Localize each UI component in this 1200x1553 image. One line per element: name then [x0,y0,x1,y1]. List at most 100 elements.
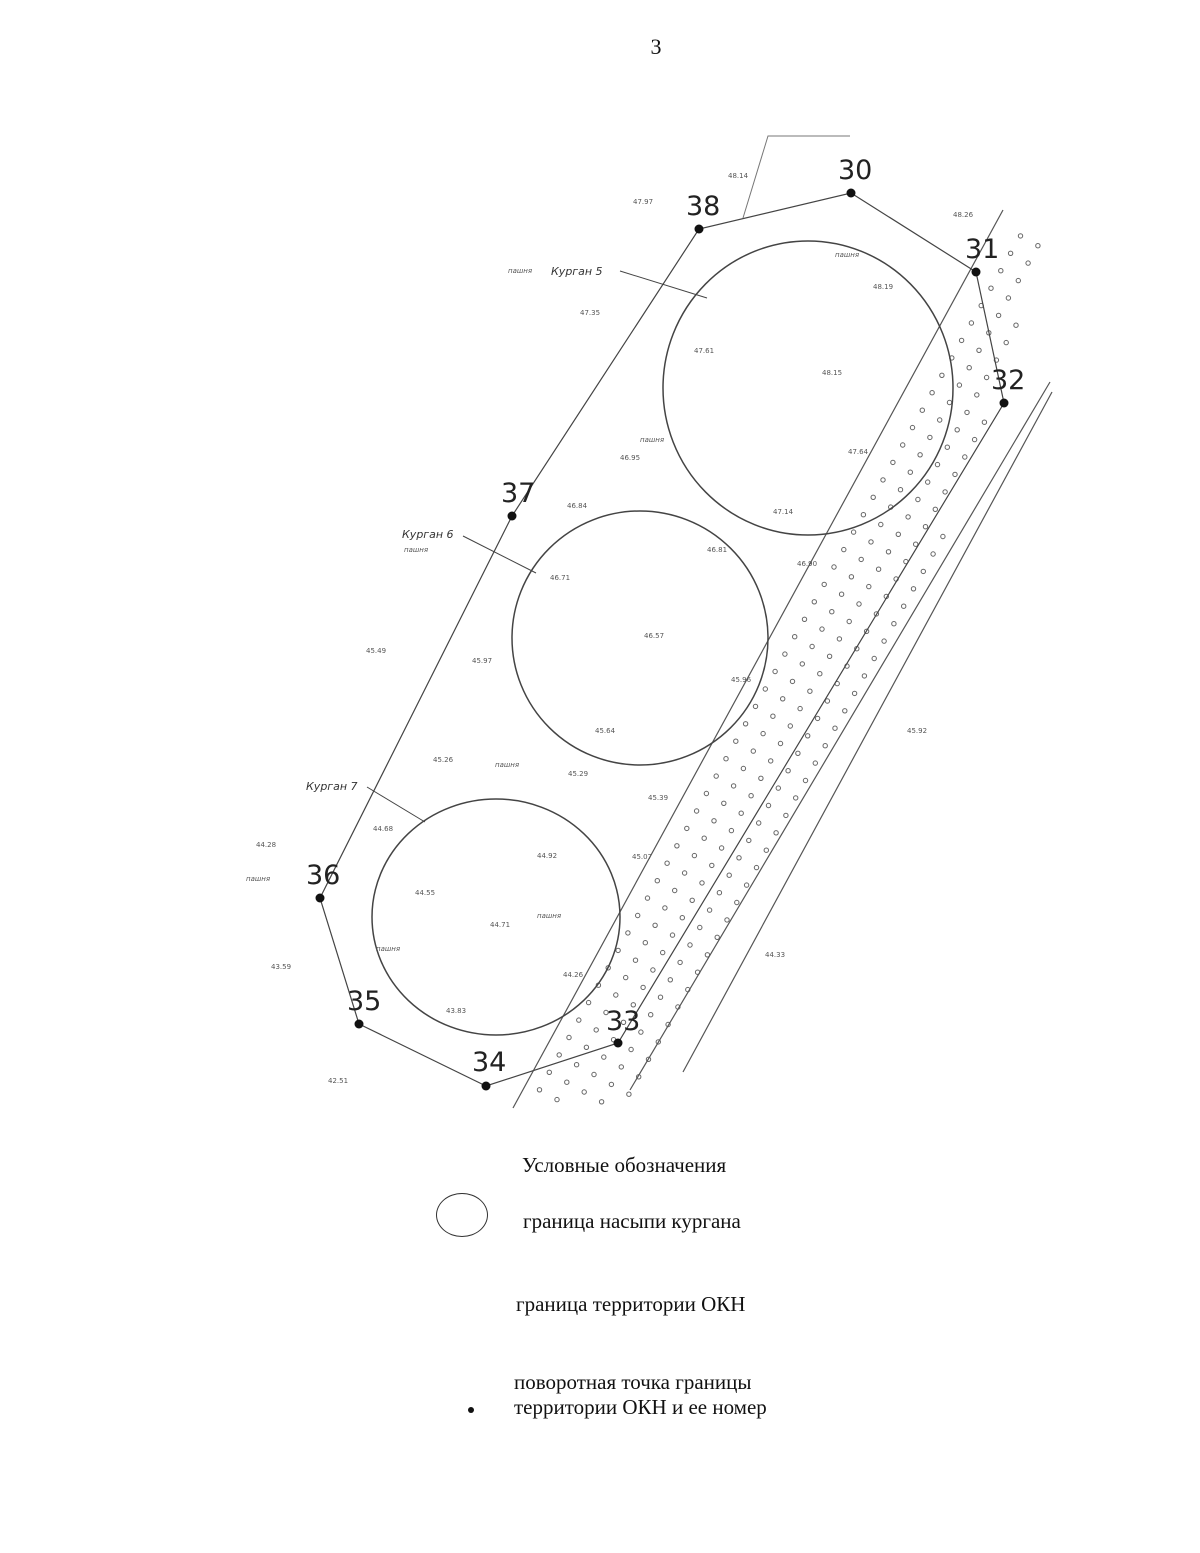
road-hatch-dot [687,942,693,948]
elevation-mark: 47.35 [580,309,600,317]
elevation-mark: 44.68 [373,825,393,833]
point-label-37: 37 [501,478,535,509]
road-hatch-dot [848,574,855,580]
road-hatch-dot [718,845,725,851]
road-hatch-dot [910,586,917,592]
elevation-mark: 45.96 [731,676,752,684]
road-hatch-dot [726,872,732,878]
road-edge-line [682,391,1053,1073]
road-hatch-dot [968,320,975,326]
spot-elevations: 48.14 47.97 48.26 48.19 47.35 47.61 48.1… [256,172,974,1085]
road-hatch-dot [785,768,791,774]
road-hatch-dot [895,531,901,537]
road-hatch-dot [962,454,968,460]
turning-point-31 [971,267,981,277]
road-hatch-dot [831,564,837,570]
point-label-36: 36 [306,860,340,891]
road-hatch-dot [730,783,737,789]
turning-point-37 [507,511,517,521]
road-hatch-dot [811,599,817,605]
road-hatch-dot [648,1012,654,1018]
road-hatch-dot [807,688,813,694]
road-hatch-dot [740,765,747,772]
road-hatch-dot [871,655,877,662]
road-hatch-dot [846,618,852,625]
elevation-mark: 47.61 [694,347,714,355]
road-hatch-dot [760,730,766,737]
road-edges [512,209,1053,1109]
road-hatch-dot [875,566,882,572]
road-hatch-dot [1015,277,1021,284]
road-hatch-dot [750,748,756,754]
turning-point-38 [694,224,704,234]
road-hatch-dot [716,890,723,896]
road-hatch-dot [890,459,896,466]
point-label-33: 33 [606,1006,640,1037]
road-hatch-dot [593,1027,599,1033]
road-hatch-dot [780,696,786,702]
road-hatch-dot [775,785,781,791]
point-label-31: 31 [965,234,999,265]
road-hatch-dot [728,827,735,834]
road-edge-line [629,381,1051,1091]
elevation-mark: 44.33 [765,951,785,959]
road-hatch-dot [660,949,666,956]
road-hatch-dot [777,740,784,747]
road-hatch-dot [693,808,700,814]
road-hatch-dot [738,810,744,816]
road-hatch-dot [763,847,769,853]
road-hatch-dot [674,843,680,849]
road-hatch-dot [583,1044,590,1051]
mound-7-leader [366,786,426,823]
road-hatch-dot [669,932,676,938]
elevation-mark: 48.14 [728,172,749,180]
ground-note: пашня [537,912,561,920]
turning-point-36 [315,893,325,903]
road-hatch-dot [652,922,658,928]
road-hatch-dot [917,452,923,458]
point-label-32: 32 [991,365,1025,396]
road-hatch-dot [721,800,727,806]
road-hatch-dot [554,1096,560,1103]
boundary-points: 30 31 32 33 34 35 36 37 38 [306,155,1025,1091]
road-hatch-dot [1013,322,1019,328]
elevation-mark: 43.59 [271,963,291,971]
elevation-mark: 47.64 [848,448,869,456]
road-hatch-dot [733,738,739,744]
road-hatch-dot [623,974,629,981]
elevation-mark: 46.57 [644,632,664,640]
point-label-34: 34 [472,1047,506,1078]
road-hatch-dot [873,611,880,617]
road-hatch-dot [929,390,935,396]
road-hatch-dot [795,750,801,756]
road-hatch-dot [650,967,656,973]
road-hatch-dot [905,514,911,520]
elevation-mark: 48.26 [953,211,974,219]
road-hatch-dot [971,436,978,443]
road-hatch-dot [591,1071,597,1078]
road-hatch-dot [770,713,776,719]
road-hatch-dot [645,1056,652,1063]
road-hatch-dot [632,957,639,963]
elevation-mark: 44.28 [256,841,276,849]
road-hatch-dot [861,673,868,679]
road-hatch-dot [762,686,768,692]
road-hatch-dot [993,357,1000,363]
road-hatch-dot [909,424,916,431]
ground-note: пашня [404,546,428,554]
road-hatch-dot [691,852,698,859]
road-hatch-dot [789,678,796,685]
elevation-mark: 45.64 [595,727,616,735]
road-hatch-dot [620,1019,627,1025]
road-hatch-dot [576,1017,582,1023]
legend-turning-point-line1: поворотная точка границы [514,1370,752,1394]
road-hatch-dot [684,825,690,832]
road-hatch-dot [842,708,848,714]
road-hatch-dot [581,1089,587,1095]
road-hatch-dot [966,365,972,371]
road-hatch-dot [817,671,823,677]
road-hatch-dot [679,915,685,921]
road-hatch-dot [974,392,980,398]
road-hatch-dot [976,347,982,353]
